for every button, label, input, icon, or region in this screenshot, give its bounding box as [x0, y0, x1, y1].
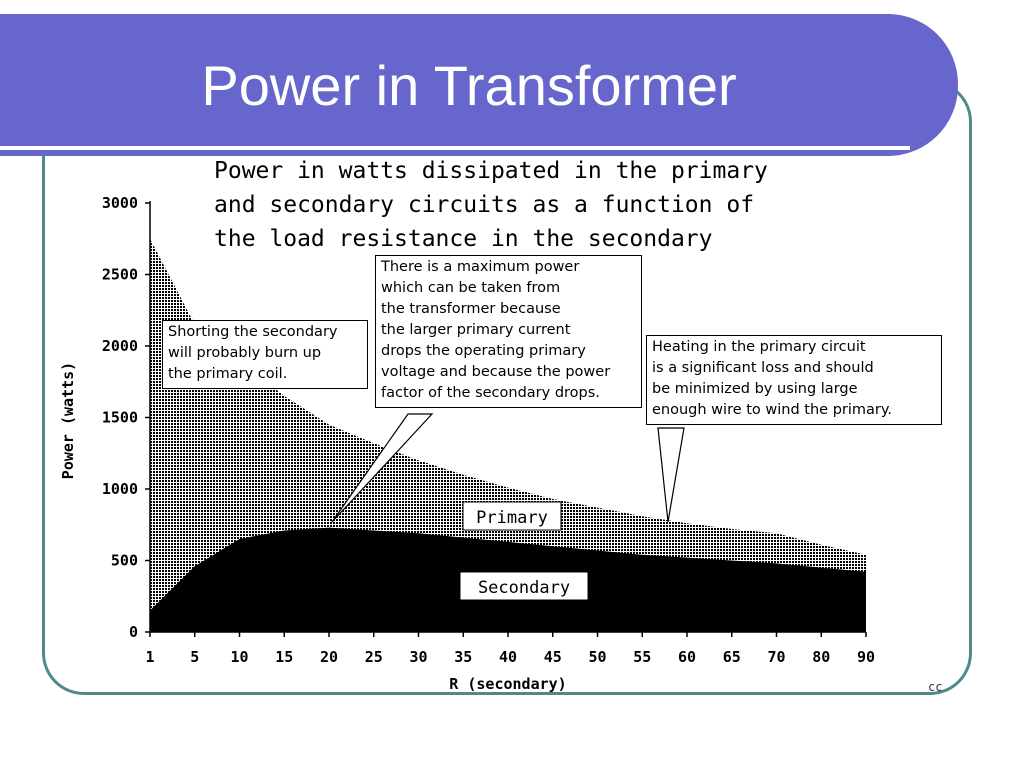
x-tick-label: 60	[678, 648, 696, 666]
x-tick-label: 15	[275, 648, 293, 666]
x-tick-label: 65	[723, 648, 741, 666]
y-tick-label: 1500	[102, 409, 138, 427]
chart-heading-line: Power in watts dissipated in the primary	[214, 158, 768, 184]
callout-line: enough wire to wind the primary.	[652, 402, 892, 418]
x-tick-label: 10	[230, 648, 248, 666]
x-tick-label: 55	[633, 648, 651, 666]
callout-line: the transformer because	[381, 301, 561, 317]
series-label-secondary-box	[459, 571, 589, 601]
series-label-secondary: Secondary	[478, 578, 570, 598]
x-tick-label: 30	[409, 648, 427, 666]
y-tick-label: 2000	[102, 337, 138, 355]
slide-title: Power in Transformer	[201, 54, 737, 117]
x-tick-label: 80	[812, 648, 830, 666]
callout-line: factor of the secondary drops.	[381, 385, 600, 401]
y-tick-label: 2500	[102, 266, 138, 284]
x-tick-label: 35	[454, 648, 472, 666]
callout-line: the primary coil.	[168, 366, 288, 382]
y-tick-label: 1000	[102, 480, 138, 498]
callout-line: There is a maximum power	[381, 259, 580, 275]
callout-pointer-maximum	[331, 413, 434, 523]
series-label-primary: Primary	[476, 508, 548, 528]
chart-heading: Power in watts dissipated in the primary…	[214, 154, 834, 256]
x-tick-label: 5	[190, 648, 199, 666]
title-bar: Power in Transformer	[0, 14, 958, 156]
callout-line: Shorting the secondary	[168, 324, 338, 340]
chart-heading-line: the load resistance in the secondary	[214, 226, 713, 252]
x-tick-label: 50	[588, 648, 606, 666]
callout-line: will probably burn up	[168, 345, 322, 361]
callout-line: the larger primary current	[381, 322, 571, 338]
x-axis-label: R (secondary)	[449, 675, 566, 693]
x-tick-label: 90	[857, 648, 875, 666]
title-underline	[0, 146, 910, 150]
callout-shorting: Shorting the secondary will probably bur…	[162, 320, 368, 389]
y-tick-label: 3000	[102, 194, 138, 212]
x-tick-label: 45	[544, 648, 562, 666]
callout-heating: Heating in the primary circuit is a sign…	[646, 335, 942, 425]
callout-line: Heating in the primary circuit	[652, 339, 866, 355]
callout-maximum-power: There is a maximum power which can be ta…	[375, 255, 642, 408]
series-label-primary-box	[462, 501, 562, 531]
callout-line: be minimized by using large	[652, 381, 858, 397]
x-tick-label: 70	[767, 648, 785, 666]
x-tick-label: 25	[365, 648, 383, 666]
footer-mark: cc	[928, 680, 943, 694]
x-tick-label: 40	[499, 648, 517, 666]
chart-heading-line: and secondary circuits as a function of	[214, 192, 755, 218]
callout-line: is a significant loss and should	[652, 360, 874, 376]
y-axis-label: Power (watts)	[59, 362, 77, 479]
callout-pointer-heating	[657, 427, 685, 523]
x-tick-label: 1	[145, 648, 154, 666]
x-tick-label: 20	[320, 648, 338, 666]
y-tick-label: 0	[129, 623, 138, 641]
y-tick-label: 500	[111, 552, 138, 570]
callout-line: drops the operating primary	[381, 343, 586, 359]
callout-line: voltage and because the power	[381, 364, 611, 380]
callout-line: which can be taken from	[381, 280, 561, 296]
